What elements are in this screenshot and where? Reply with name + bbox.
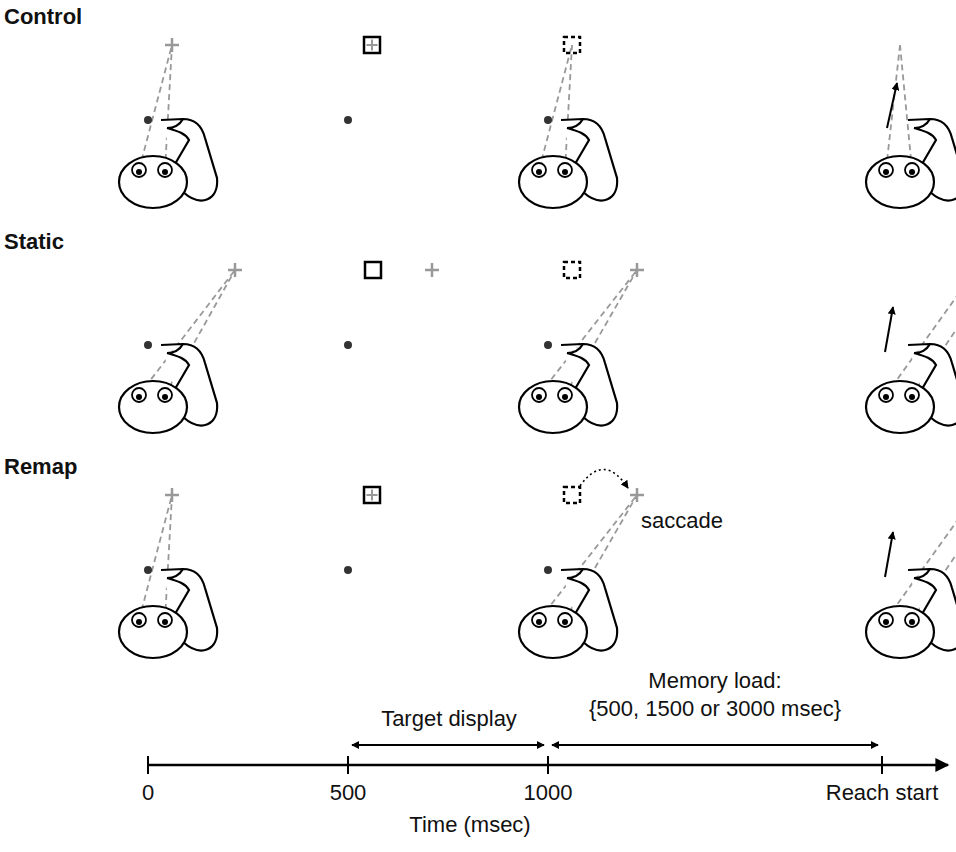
tick-label: 1000 — [524, 780, 573, 805]
panel-title: Control — [4, 4, 82, 29]
targets-and-fixations — [165, 37, 644, 503]
panel-title: Static — [4, 229, 64, 254]
tick-label: 500 — [330, 780, 367, 805]
start-dots — [144, 116, 552, 574]
axis-title: Time (msec) — [409, 812, 530, 837]
reach-arrows — [885, 83, 897, 577]
interval-label: {500, 1500 or 3000 msec} — [589, 696, 841, 721]
head-arm-figures — [119, 119, 956, 658]
interval-label: Memory load: — [648, 668, 781, 693]
interval-label: Target display — [381, 706, 517, 731]
timeline — [148, 745, 948, 774]
gaze-lines — [139, 45, 956, 620]
tick-label: 0 — [142, 780, 154, 805]
saccade-arrow — [580, 469, 628, 488]
panel-title: Remap — [4, 454, 77, 479]
tick-label: Reach start — [826, 780, 939, 805]
saccade-label: saccade — [641, 508, 723, 533]
